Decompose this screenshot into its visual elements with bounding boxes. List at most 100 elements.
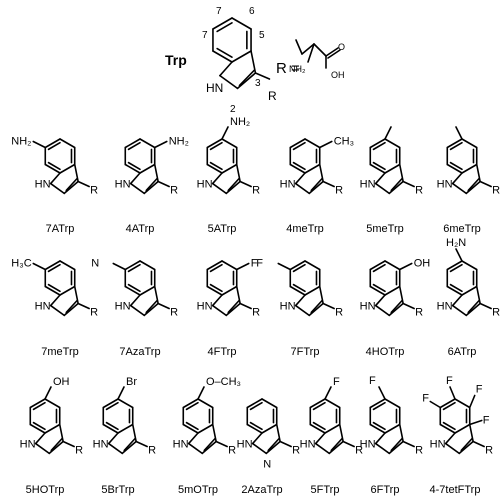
substituent-label: O–CH₃ [206, 376, 241, 388]
ring-bond [328, 440, 344, 455]
ring-bond [44, 285, 61, 296]
ring-bond [117, 423, 134, 434]
ring-bond [143, 180, 159, 195]
r-label: R [492, 185, 500, 197]
ring-bond [465, 302, 481, 317]
r-bond [77, 180, 90, 188]
ring-bond [369, 260, 386, 271]
ring-bond [369, 138, 386, 149]
substituent-bond [455, 248, 463, 262]
r-bond [77, 302, 90, 310]
nh-label: HN [35, 301, 51, 313]
nh-label: HN [280, 301, 296, 313]
compound-name: 5ATrp [208, 223, 237, 235]
substituent-label: OH [414, 258, 431, 270]
ring-bond [236, 72, 257, 90]
double-bond [65, 299, 78, 314]
ring-bond [206, 260, 223, 271]
nh-label: HN [115, 179, 131, 191]
compound-name: 7meTrp [41, 346, 79, 358]
ring-bond [34, 432, 46, 445]
double-bond [127, 161, 141, 171]
double-bond [32, 401, 46, 411]
double-bond [145, 299, 158, 314]
side-chain-o-label: O [338, 42, 345, 52]
double-bond [185, 401, 199, 411]
double-bond [460, 437, 473, 452]
ring-bond [231, 17, 252, 30]
ring-bond [102, 423, 119, 434]
double-bond [203, 437, 216, 452]
ring-bond [124, 285, 141, 296]
ring-bond [231, 50, 252, 63]
double-bond [372, 401, 386, 411]
double-bond [105, 421, 119, 431]
ring-bond [369, 285, 386, 296]
double-bond [47, 283, 61, 293]
substituent-label: N [91, 258, 99, 270]
ring-bond [107, 432, 119, 445]
nh-label: HN [360, 439, 376, 451]
ring-number-2: 2 [230, 104, 236, 115]
substituent-bond [455, 126, 463, 140]
r-bond [157, 180, 170, 188]
r-label: R [148, 445, 156, 457]
r-bond [157, 302, 170, 310]
ring-bond [304, 285, 321, 296]
ring-bond [388, 302, 404, 317]
nh-label: HN [115, 301, 131, 313]
ring-bond [446, 163, 463, 174]
nh-label: HN [360, 179, 376, 191]
ring-bond [446, 285, 463, 296]
r-label: R [492, 307, 500, 319]
nh-label: HN [35, 179, 51, 191]
nh-label: HN [360, 301, 376, 313]
ring-bond [451, 182, 468, 195]
substituent-bond [468, 394, 476, 409]
double-bond [50, 437, 63, 452]
side-chain-nh2-label: NH₂ [289, 64, 306, 74]
ring-bond [308, 180, 324, 195]
ring-bond [197, 398, 214, 409]
ring-bond [197, 423, 214, 434]
nh-label: HN [280, 179, 296, 191]
double-bond [249, 421, 263, 431]
ring-bond [454, 398, 471, 409]
ring-bond [44, 163, 61, 174]
substituent-label: F [483, 415, 490, 427]
ring-bond [124, 163, 141, 174]
ring-bond [388, 180, 404, 195]
double-bond [123, 437, 136, 452]
ring-bond [246, 423, 263, 434]
ring-bond [139, 138, 156, 149]
r-bond [322, 302, 335, 310]
ring-bond [289, 163, 306, 174]
ring-bond [451, 304, 468, 317]
compound-name: 5BrTrp [101, 484, 134, 496]
ring-bond [59, 260, 76, 271]
ring-bond [384, 285, 401, 296]
substituent-label: F [333, 376, 340, 388]
side-chain-oh-label: OH [331, 70, 345, 80]
ring-bond [206, 163, 223, 174]
double-bond [292, 263, 306, 273]
double-bond [238, 69, 256, 87]
double-bond [249, 401, 263, 411]
ring-bond [201, 440, 217, 455]
nh-label: HN [437, 179, 453, 191]
ring-number-7: 7 [202, 30, 208, 41]
ring-bond [63, 180, 79, 195]
ring-bond [139, 260, 156, 271]
substituent-label: F [446, 375, 453, 387]
compound-name: 6ATrp [448, 346, 477, 358]
ring-bond [187, 432, 199, 445]
nh-label: HN [237, 439, 253, 451]
ring-bond [461, 138, 478, 149]
double-bond [227, 177, 240, 192]
nh-label: HN [437, 301, 453, 313]
ring-bond [384, 423, 401, 434]
ring-bond [49, 304, 66, 317]
